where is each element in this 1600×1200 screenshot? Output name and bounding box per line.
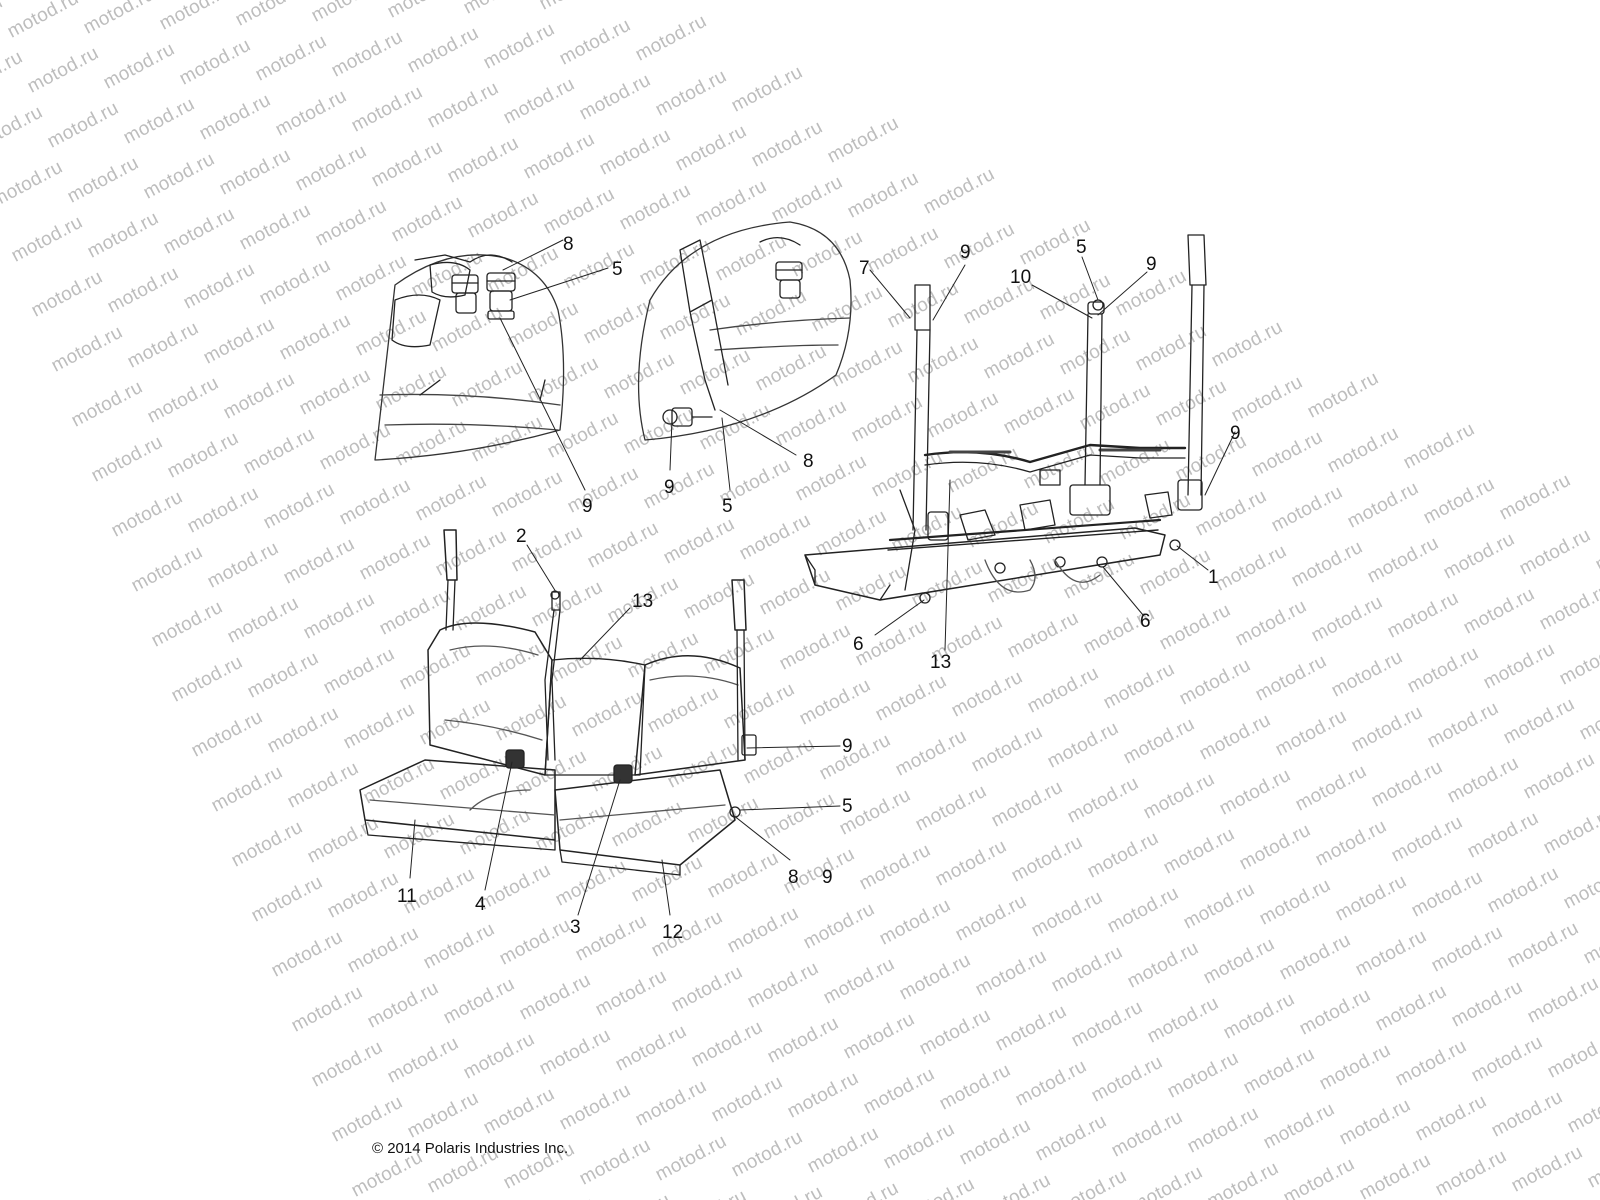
nut-icon	[775, 261, 803, 299]
callout-label: 5	[1076, 237, 1087, 258]
callout-label: 5	[842, 796, 853, 817]
copyright-text: © 2014 Polaris Industries Inc.	[372, 1140, 569, 1157]
nut-icon	[486, 272, 516, 320]
callout-label: 5	[612, 259, 623, 280]
detail-view-middle: 9 8 5	[637, 221, 852, 517]
callout-label: 13	[930, 652, 951, 673]
callout-label: 5	[722, 496, 733, 517]
callout-label: 9	[822, 867, 833, 888]
callout-label: 3	[570, 917, 581, 938]
callout-label: 11	[397, 886, 417, 907]
buckle-icon	[505, 749, 525, 769]
rear-bench-assembly: 7 9 5 9 10 9 1 6 6 13	[804, 234, 1241, 673]
callout-label: 8	[788, 867, 799, 888]
callout-label: 6	[853, 634, 864, 655]
front-bench-assembly: 2 13 9 5 8 9 11 4 3 12	[359, 526, 853, 943]
callout-label: 9	[842, 736, 853, 757]
callout-label: 7	[859, 258, 870, 279]
nut-icon	[451, 274, 479, 314]
callout-label: 9	[664, 477, 675, 498]
callout-label: 9	[960, 242, 971, 263]
callout-label: 2	[516, 526, 527, 547]
callout-label: 10	[1010, 267, 1031, 288]
callout-label: 1	[1208, 567, 1219, 588]
bolt-head-icon	[662, 407, 713, 427]
callout-label: 9	[1230, 423, 1241, 444]
callout-label: 13	[632, 591, 653, 612]
callout-label: 9	[582, 496, 593, 517]
callout-label: 8	[563, 234, 574, 255]
detail-view-left: 8 5 9	[374, 234, 623, 517]
callout-label: 8	[803, 451, 814, 472]
callout-label: 4	[475, 894, 486, 915]
callout-label: 6	[1140, 611, 1151, 632]
buckle-icon	[613, 764, 633, 784]
callout-label: 9	[1146, 254, 1157, 275]
callout-label: 12	[662, 922, 683, 943]
